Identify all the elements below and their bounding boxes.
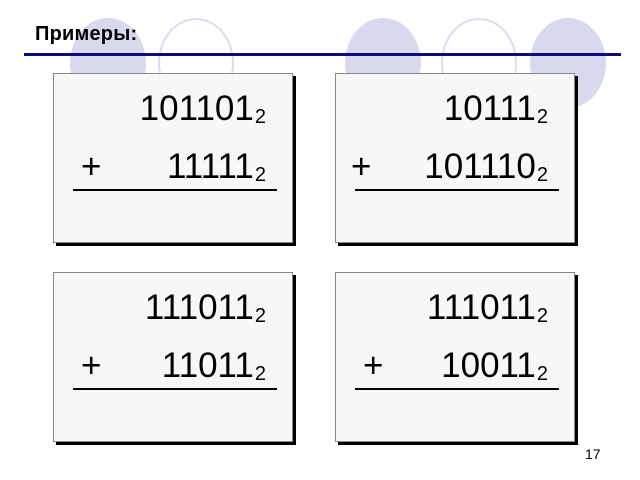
plus-sign: + xyxy=(81,147,102,186)
operand-1: 1110112 xyxy=(426,288,548,327)
plus-sign: + xyxy=(81,346,102,385)
example-card-1: 1011012 + 111112 xyxy=(53,73,293,243)
operand-1: 1011012 xyxy=(139,89,266,128)
sum-line xyxy=(73,388,277,390)
example-card-2: 101112 + 1011102 xyxy=(335,73,575,243)
operand-2: 1011102 xyxy=(424,147,548,186)
operand-2: 110112 xyxy=(161,346,266,385)
example-card-4: 1110112 + 100112 xyxy=(335,272,575,442)
operand-1: 101112 xyxy=(443,89,548,128)
slide-title: Примеры: xyxy=(35,23,138,45)
title-underline xyxy=(24,53,621,56)
sum-line xyxy=(73,189,277,191)
example-card-3: 1110112 + 110112 xyxy=(53,272,293,442)
operand-2: 111112 xyxy=(166,147,266,186)
plus-sign: + xyxy=(351,147,372,186)
plus-sign: + xyxy=(363,346,384,385)
operand-2: 100112 xyxy=(441,346,548,385)
operand-1: 1110112 xyxy=(144,288,266,327)
sum-line xyxy=(355,388,559,390)
sum-line xyxy=(355,189,559,191)
page-number: 17 xyxy=(585,446,601,462)
